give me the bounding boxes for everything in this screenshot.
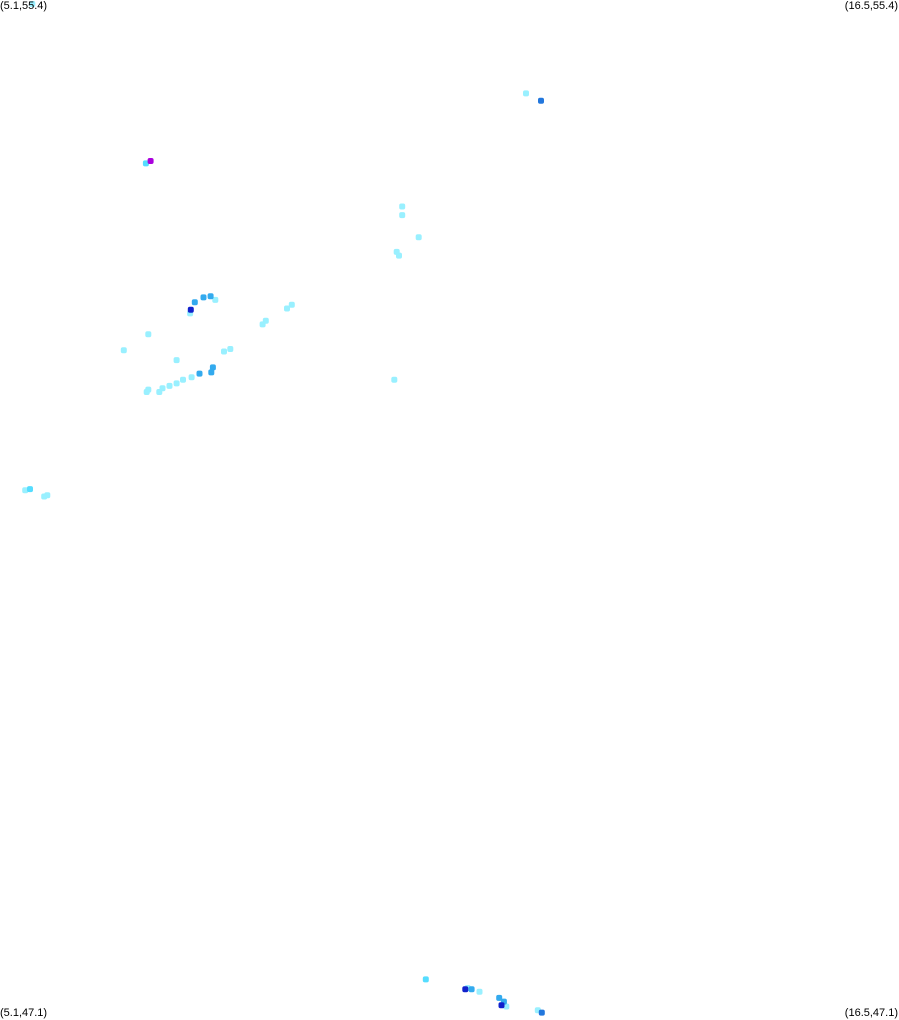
heat-point [396, 252, 402, 259]
corner-label-top-left: (5.1,55.4) [0, 0, 48, 12]
heat-point [166, 382, 173, 389]
heat-point [227, 346, 234, 352]
heat-point [462, 986, 469, 993]
heat-point [191, 299, 198, 306]
heat-point [523, 90, 529, 97]
heat-point [538, 1009, 545, 1016]
heat-point [422, 976, 429, 983]
heat-point [399, 203, 406, 210]
heat-point [496, 994, 503, 1001]
heat-point [145, 331, 152, 338]
heat-point [212, 296, 219, 303]
heat-point [27, 486, 33, 493]
corner-label-bottom-right: (16.5,47.1) [844, 1007, 898, 1019]
heat-point [187, 306, 194, 313]
heat-point [173, 380, 180, 387]
heat-point [173, 357, 180, 364]
heat-point [196, 370, 203, 377]
heat-point [288, 301, 295, 308]
heat-point [188, 374, 195, 381]
heat-point [259, 321, 266, 328]
heat-point [476, 988, 483, 995]
heat-point [209, 364, 216, 371]
heat-point [143, 389, 150, 395]
heat-point [200, 294, 207, 301]
heat-point [284, 305, 290, 312]
heat-point [538, 97, 544, 104]
heat-point [498, 1002, 505, 1009]
heat-point [221, 348, 227, 355]
heat-point [29, 1, 36, 7]
heat-point [41, 493, 48, 500]
corner-label-bottom-left: (5.1,47.1) [0, 1007, 48, 1019]
heat-point [156, 389, 163, 395]
heat-point [415, 234, 422, 241]
heat-point [180, 376, 186, 383]
heat-point [468, 986, 475, 993]
heat-point [208, 369, 215, 376]
heat-point [120, 347, 127, 354]
corner-label-top-right: (16.5,55.4) [844, 0, 898, 12]
heat-point [503, 1003, 510, 1010]
heat-point [142, 160, 149, 167]
heat-point [22, 487, 29, 494]
heat-point [207, 293, 214, 300]
heat-point [399, 212, 406, 219]
heat-point [391, 376, 398, 383]
heat-point [147, 158, 154, 164]
